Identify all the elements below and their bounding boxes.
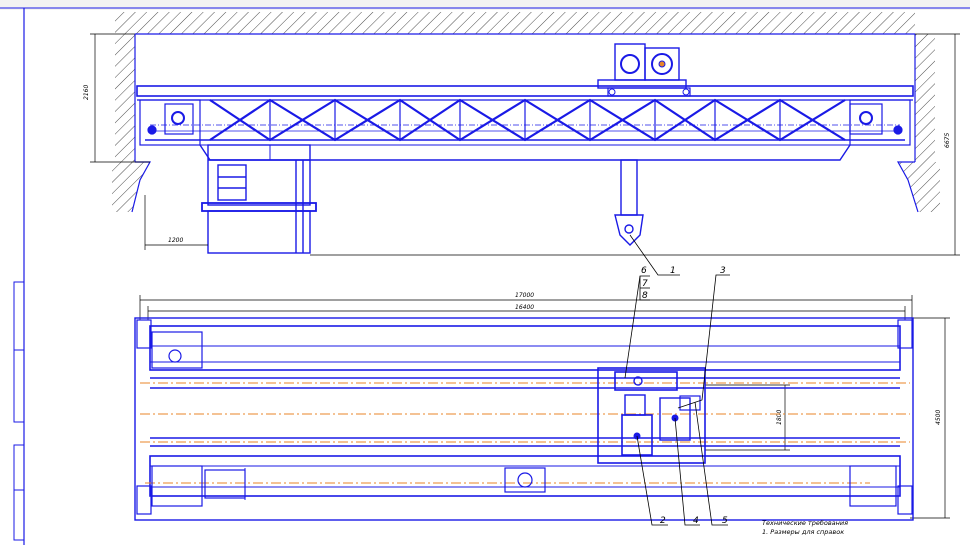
elevation-dim-lines — [90, 33, 960, 256]
building-walls — [112, 12, 940, 213]
callout-1: 1 — [670, 266, 676, 276]
end-carriage-left — [139, 99, 201, 146]
end-carriage-right — [849, 99, 911, 146]
wheel-blocks — [136, 319, 913, 515]
trolley-plan — [597, 367, 706, 464]
dim-cabin-offset: 1200 — [168, 237, 183, 244]
dim-overall-length: 17000 — [515, 292, 534, 299]
callout-leaders — [624, 234, 730, 526]
bridge-drive — [204, 467, 546, 499]
notes-line1: 1. Размеры для справок — [762, 528, 844, 536]
trolley-elevation — [597, 43, 691, 97]
dim-base: 4500 — [935, 410, 942, 425]
dim-crane-height: 2160 — [83, 85, 90, 100]
axis-lines — [140, 382, 910, 484]
hook-block — [614, 159, 644, 246]
operator-cabin — [201, 144, 317, 254]
callout-3: 3 — [720, 266, 726, 276]
bridge-plan — [134, 317, 914, 521]
title-strip — [13, 281, 25, 541]
callout-4: 4 — [693, 516, 699, 526]
dim-trolley-gauge: 1800 — [776, 410, 783, 425]
callout-7: 7 — [642, 279, 648, 289]
bridge-girder — [136, 85, 914, 161]
callout-8: 8 — [642, 291, 648, 301]
callout-5: 5 — [722, 516, 728, 526]
callout-6: 6 — [641, 266, 647, 276]
plan-dim-lines — [139, 295, 950, 519]
callout-2: 2 — [660, 516, 666, 526]
dim-overall-height: 6675 — [944, 133, 951, 148]
dim-span: 16400 — [515, 304, 534, 311]
notes-title: Технические требования — [762, 519, 848, 527]
